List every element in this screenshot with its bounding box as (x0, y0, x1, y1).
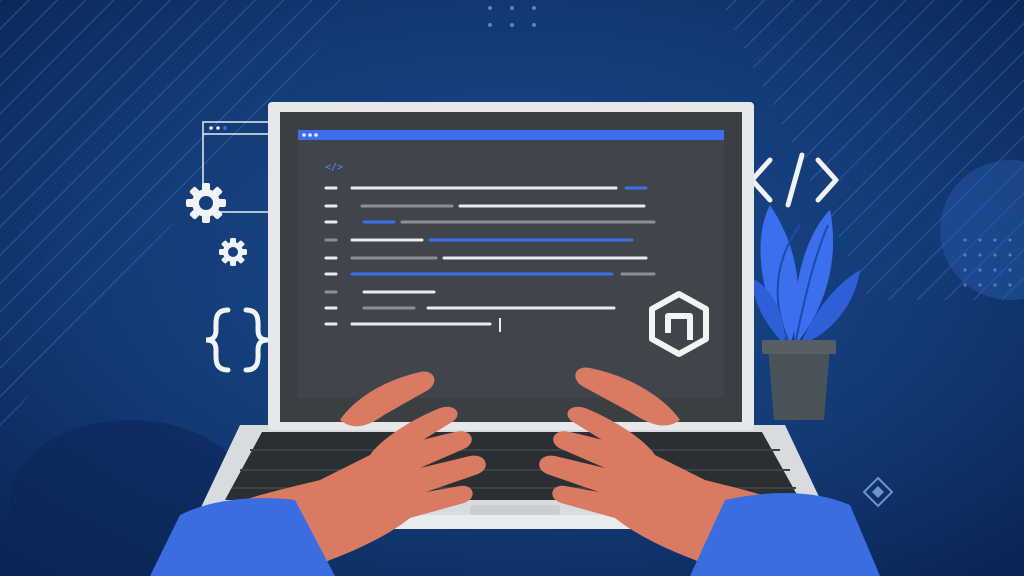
diamond-icon (862, 476, 894, 508)
plant-icon (752, 205, 860, 420)
trackpad (470, 505, 560, 515)
gear-small-icon (219, 238, 247, 266)
code-tag-label: </> (325, 162, 343, 173)
left-hand (150, 371, 486, 576)
laptop-screen: </> (268, 102, 754, 430)
right-sleeve (690, 493, 880, 576)
dot-grid-top (488, 6, 536, 27)
dot-grid-right (963, 238, 1012, 287)
right-hand (539, 367, 880, 576)
bg-circle-right (940, 160, 1024, 300)
editor-titlebar (298, 130, 724, 140)
hexagon-d-logo (649, 291, 709, 357)
plant-pot (768, 346, 830, 420)
left-sleeve (150, 498, 335, 576)
code-editor (298, 130, 724, 398)
gear-large-icon (186, 183, 226, 223)
code-lines (324, 186, 656, 326)
